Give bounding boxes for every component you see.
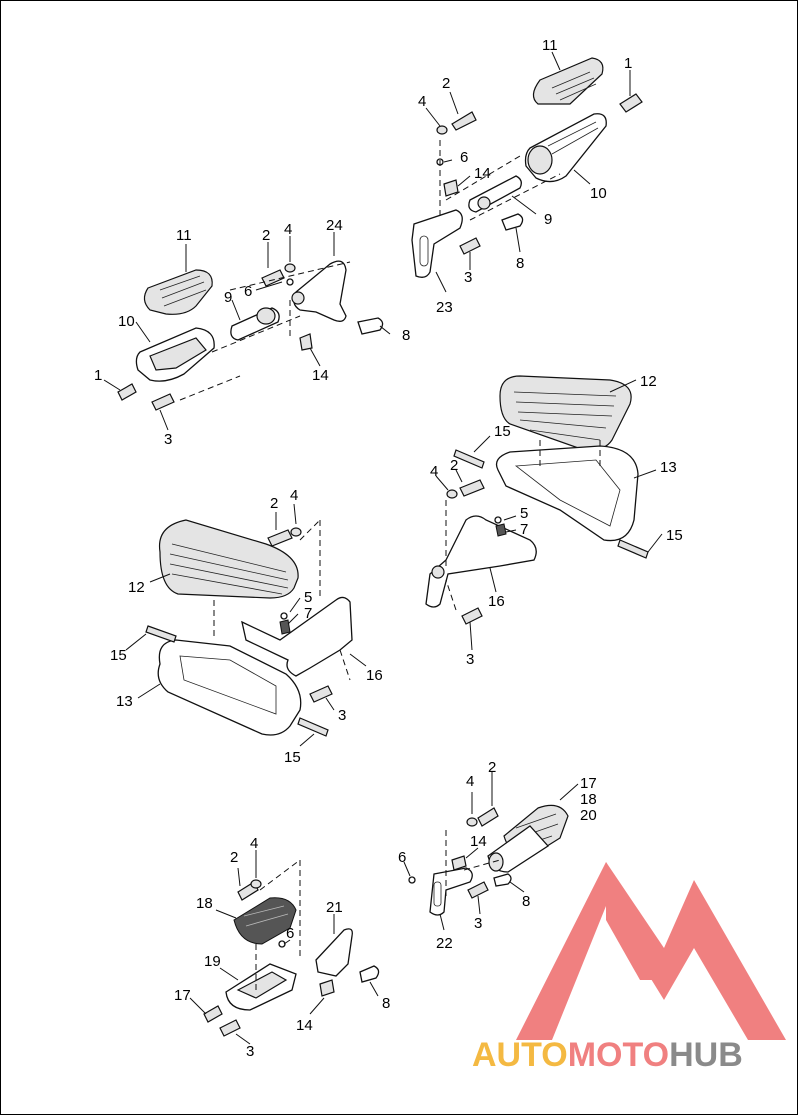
callout-label: 3 <box>474 915 482 932</box>
callout-label: 20 <box>580 807 597 824</box>
callout-label: 16 <box>488 593 505 610</box>
callout-label: 15 <box>284 749 301 766</box>
callout-label: 4 <box>250 835 258 852</box>
callout-label: 8 <box>516 255 524 272</box>
callout-label: 18 <box>580 791 597 808</box>
callout-label: 24 <box>326 217 343 234</box>
callout-label: 3 <box>246 1043 254 1060</box>
callout-label: 2 <box>488 759 496 776</box>
callout-label: 6 <box>286 925 294 942</box>
callout-label: 14 <box>296 1017 313 1034</box>
callout-label: 12 <box>640 373 657 390</box>
callout-label: 12 <box>128 579 145 596</box>
watermark-hub: HUB <box>669 1036 743 1074</box>
callout-label: 15 <box>110 647 127 664</box>
assembly-footpeg-lower-left <box>189 850 380 1045</box>
callout-label: 4 <box>418 93 426 110</box>
watermark-text: AUTOMOTOHUB <box>472 1036 743 1074</box>
callout-label: 2 <box>450 457 458 474</box>
callout-label: 3 <box>464 269 472 286</box>
assembly-footpeg-lower-right <box>403 772 579 931</box>
callout-label: 8 <box>402 327 410 344</box>
callout-label: 13 <box>660 459 677 476</box>
callout-label: 21 <box>326 899 343 916</box>
assembly-footpeg-top-right <box>411 51 643 293</box>
callout-label: 19 <box>204 953 221 970</box>
callout-label: 14 <box>470 833 487 850</box>
callout-label: 6 <box>460 149 468 166</box>
callout-label: 23 <box>436 299 453 316</box>
callout-label: 3 <box>466 651 474 668</box>
callout-label: 16 <box>366 667 383 684</box>
callout-label: 10 <box>590 185 607 202</box>
callout-label: 17 <box>174 987 191 1004</box>
callout-label: 4 <box>466 773 474 790</box>
callout-label: 17 <box>580 775 597 792</box>
callout-label: 8 <box>522 893 530 910</box>
callout-label: 3 <box>164 431 172 448</box>
callout-label: 4 <box>430 463 438 480</box>
callout-label: 7 <box>520 521 528 538</box>
callout-label: 14 <box>312 367 329 384</box>
assembly-floorboard-left <box>125 503 367 747</box>
callout-label: 22 <box>436 935 453 952</box>
assembly-footpeg-left <box>103 232 391 431</box>
callout-label: 2 <box>230 849 238 866</box>
callout-label: 6 <box>398 849 406 866</box>
svg-text:AUTOMOTOHUB: AUTOMOTOHUB <box>472 1036 743 1074</box>
assembly-floorboard-right <box>425 375 663 651</box>
callout-label: 2 <box>442 75 450 92</box>
callout-label: 13 <box>116 693 133 710</box>
callout-label: 18 <box>196 895 213 912</box>
callout-label: 4 <box>284 221 292 238</box>
callout-label: 5 <box>520 505 528 522</box>
callout-label: 5 <box>304 589 312 606</box>
callout-label: 2 <box>262 227 270 244</box>
callout-label: 6 <box>244 283 252 300</box>
callout-label: 9 <box>544 211 552 228</box>
callout-label: 10 <box>118 313 135 330</box>
callout-label: 8 <box>382 995 390 1012</box>
callout-label: 1 <box>624 55 632 72</box>
callout-label: 15 <box>666 527 683 544</box>
callout-label: 2 <box>270 495 278 512</box>
watermark-auto: AUTO <box>472 1036 568 1074</box>
callout-label: 1 <box>94 367 102 384</box>
callout-label: 7 <box>304 605 312 622</box>
callout-label: 11 <box>176 227 192 244</box>
watermark-moto: MOTO <box>568 1036 669 1074</box>
callout-label: 14 <box>474 165 491 182</box>
callout-labels: 11 2 1 4 6 14 10 9 8 3 23 11 2 4 24 6 9 … <box>94 37 683 1060</box>
callout-label: 4 <box>290 487 298 504</box>
watermark-logo <box>516 862 786 1040</box>
callout-label: 15 <box>494 423 511 440</box>
callout-label: 3 <box>338 707 346 724</box>
callout-label: 11 <box>542 37 558 54</box>
callout-label: 9 <box>224 289 232 306</box>
